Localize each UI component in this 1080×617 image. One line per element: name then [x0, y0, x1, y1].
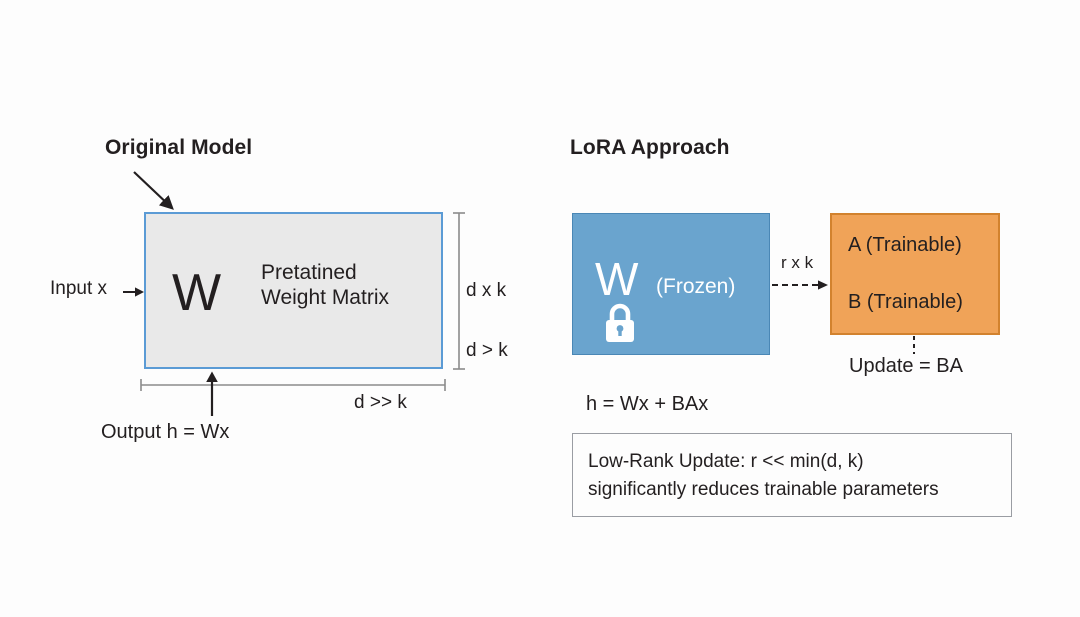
lock-closed-icon: [606, 303, 634, 342]
lora-approach-heading: LoRA Approach: [570, 136, 730, 159]
low-rank-note-text: Low-Rank Update: r << min(d, k) signific…: [588, 451, 939, 500]
frozen-weight-box[interactable]: W (Frozen): [572, 213, 770, 355]
matrix-caption: Pretatined Weight Matrix: [261, 261, 389, 309]
adapter-a-label: A (Trainable): [848, 234, 962, 256]
input-arrow-icon: [123, 287, 144, 297]
lora-output-formula: h = Wx + BAx: [586, 393, 709, 415]
dimension-label-dxk: d x k: [466, 280, 507, 301]
original-model-heading: Original Model: [105, 136, 253, 159]
low-rank-note-box: Low-Rank Update: r << min(d, k) signific…: [572, 433, 1012, 517]
update-label: Update = BA: [849, 355, 963, 377]
heading-pointer-arrow: [133, 171, 174, 210]
matrix-symbol-w: W: [172, 264, 222, 322]
frozen-caption: (Frozen): [656, 275, 736, 298]
trainable-adapters-box[interactable]: A (Trainable) B (Trainable): [830, 213, 1000, 335]
output-label: Output h = Wx: [101, 421, 230, 443]
frozen-symbol-w: W: [595, 253, 639, 305]
vertical-dimension-line: [453, 212, 465, 370]
pretrained-weight-matrix-box[interactable]: W Pretatined Weight Matrix: [144, 212, 443, 369]
update-dashed-connector: [913, 336, 915, 354]
rank-dimension-label: r x k: [781, 253, 814, 272]
dimension-label-d-gt-k: d > k: [466, 340, 508, 361]
rank-dashed-arrow: [772, 280, 828, 290]
dimension-label-d-gg-k: d >> k: [354, 392, 407, 413]
output-arrow-icon: [206, 371, 218, 416]
input-label: Input x: [50, 278, 108, 299]
horizontal-dimension-line: [140, 379, 446, 391]
adapter-b-label: B (Trainable): [848, 291, 963, 313]
